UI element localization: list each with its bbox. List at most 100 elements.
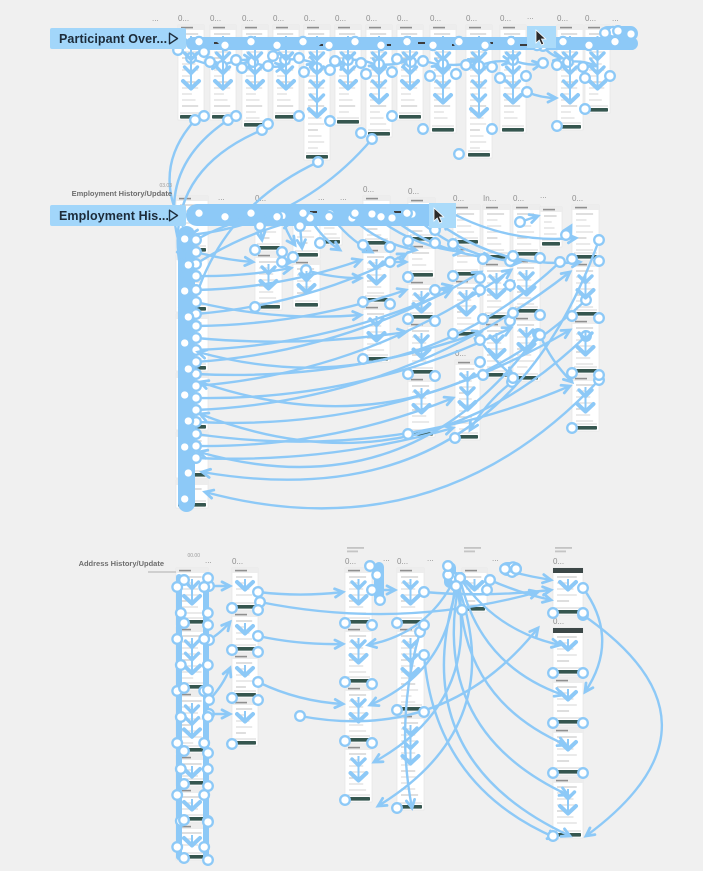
connector-node (236, 62, 248, 74)
frame-title-bar (179, 693, 191, 696)
frame-name-label[interactable]: 0... (408, 187, 419, 196)
flow-start-button-employment[interactable]: Employment His... (50, 205, 186, 226)
connector-node (178, 285, 191, 297)
frame-name-label[interactable]: 0... (335, 14, 346, 23)
frame-body[interactable] (512, 204, 541, 258)
frame-name-label[interactable]: In... (483, 194, 496, 203)
frame-name-label[interactable]: 0... (500, 14, 511, 23)
frame-name-label[interactable]: ... (540, 191, 547, 200)
connector-node (447, 270, 459, 282)
frame-name-label[interactable]: ... (340, 193, 347, 202)
frame-title-bar (575, 263, 587, 266)
connector-node (198, 633, 211, 645)
connector-node (484, 574, 496, 586)
frame-name-label[interactable]: 0... (585, 14, 596, 23)
caption-title[interactable]: Address History/Update (78, 558, 164, 568)
frame-primary-button (555, 770, 581, 774)
scroll-chevron (518, 271, 535, 282)
frame-name-label[interactable]: 0... (553, 617, 564, 626)
frame-name-label[interactable]: 0... (397, 14, 408, 23)
frame-title-bar (400, 569, 412, 572)
frame-name-label[interactable]: ... (612, 14, 619, 23)
frame-note (347, 547, 364, 549)
flow-start-button-participant[interactable]: Participant Over... (50, 28, 186, 49)
prototype-connector (176, 128, 263, 293)
connector-node (386, 66, 398, 78)
prototype-connector (195, 300, 362, 318)
scroll-chevron (589, 65, 606, 76)
frame-name-label[interactable]: ... (527, 12, 534, 21)
connector-arrowhead (541, 585, 555, 597)
frame-primary-button (457, 435, 478, 439)
connector-node (418, 706, 430, 718)
frame-title-bar (338, 26, 350, 29)
play-icon[interactable] (168, 209, 179, 222)
connector-node (566, 310, 578, 322)
caption-title[interactable]: Employment History/Update (71, 188, 172, 198)
frame-name-label[interactable]: 0... (366, 14, 377, 23)
connector-node (174, 763, 187, 775)
frame-note (555, 550, 566, 553)
connector-node (474, 334, 486, 346)
connector-node (171, 581, 184, 593)
connector-arrowhead (255, 230, 267, 244)
connector-node (386, 212, 398, 224)
frame-name-label[interactable]: 0... (455, 349, 466, 358)
connector-node (355, 57, 367, 69)
play-icon[interactable] (168, 32, 179, 45)
frame-name-label[interactable]: ... (427, 554, 434, 563)
frame-body[interactable] (552, 677, 584, 726)
connector-node (427, 39, 439, 52)
frame-name-label[interactable]: 0... (557, 14, 568, 23)
frame-name-label[interactable]: 0... (513, 194, 524, 203)
frame-name-label[interactable]: ... (205, 556, 212, 565)
connector-node (366, 584, 378, 596)
frame-name-label[interactable]: 0... (345, 557, 356, 566)
connector-node (202, 816, 214, 828)
connector-arrowhead (285, 234, 297, 248)
frame-name-label[interactable]: 0... (466, 14, 477, 23)
frame-name-label[interactable]: 0... (273, 14, 284, 23)
connector-node (230, 110, 242, 122)
frame-name-label[interactable]: 0... (232, 557, 243, 566)
frame-name-label[interactable]: 0... (572, 194, 583, 203)
frame-name-label[interactable]: 0... (210, 14, 221, 23)
frame-body[interactable] (552, 627, 584, 676)
frame-name-label[interactable]: 0... (397, 557, 408, 566)
scroll-chevron (411, 403, 432, 415)
connector-arrowhead (274, 61, 287, 73)
frame-title-bar (469, 26, 481, 29)
frame-name-label[interactable]: 0... (430, 14, 441, 23)
connector-node (230, 54, 242, 66)
frame-name-label[interactable]: 0... (242, 14, 253, 23)
scroll-chevron (348, 771, 369, 783)
frame-name-label[interactable]: 0... (453, 194, 464, 203)
frame-header (176, 788, 208, 793)
frame-name-label[interactable]: ... (492, 554, 499, 563)
connector-node (534, 309, 546, 321)
frame-primary-button (275, 115, 297, 119)
frame-name-label[interactable]: 0... (304, 14, 315, 23)
connector-node (604, 70, 616, 82)
frame-name-label[interactable]: 0... (553, 557, 564, 566)
connector-node (297, 35, 309, 48)
scroll-chevron (370, 79, 388, 90)
connector-node (442, 560, 454, 572)
frame-name-label[interactable]: 0... (363, 185, 374, 194)
frame-name-label[interactable]: 0... (178, 14, 189, 23)
frame-name-label[interactable]: ... (383, 554, 390, 563)
scroll-chevron (182, 836, 202, 848)
frame-name-label[interactable]: ... (218, 193, 225, 202)
scroll-chevron (181, 79, 201, 91)
frame-name-label[interactable]: ... (152, 14, 159, 23)
connector-node (374, 594, 386, 606)
frame-body[interactable] (539, 206, 563, 248)
connector-node (551, 120, 563, 132)
scroll-chevron (366, 331, 387, 343)
frame-name-label[interactable]: ... (318, 193, 325, 202)
frame-title-bar (276, 26, 288, 29)
frame-thumbnail[interactable] (552, 677, 584, 726)
frame-header (176, 692, 208, 697)
frame-thumbnail[interactable] (539, 206, 563, 248)
scroll-chevron (370, 65, 388, 76)
